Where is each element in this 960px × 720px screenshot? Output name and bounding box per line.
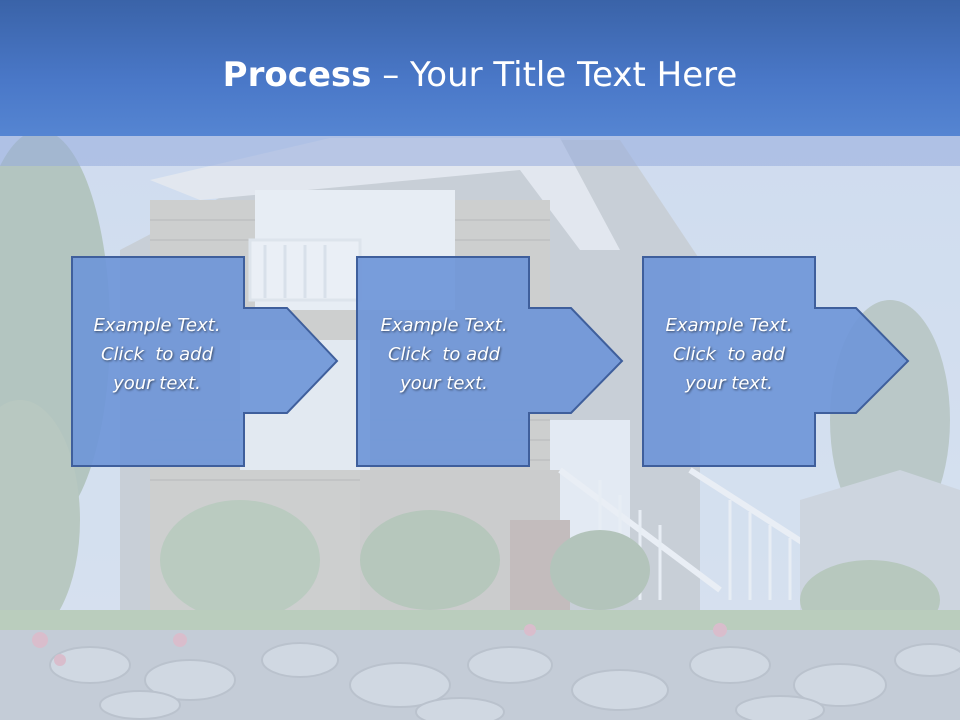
step-3-line-1: Example Text. — [665, 315, 793, 336]
step-2-line-3: your text. — [400, 373, 488, 394]
process-step-2-shape[interactable] — [356, 256, 624, 467]
step-1-line-3: your text. — [113, 373, 201, 394]
title-bold: Process — [222, 55, 372, 95]
process-step-1-text[interactable]: Example Text. Click to add your text. — [72, 311, 242, 398]
process-step-2-text[interactable]: Example Text. Click to add your text. — [359, 311, 529, 398]
slide-title[interactable]: Process – Your Title Text Here — [0, 52, 960, 98]
process-step-1-shape[interactable] — [71, 256, 339, 467]
title-underband — [0, 136, 960, 166]
step-3-line-3: your text. — [685, 373, 773, 394]
step-2-line-2: Click to add — [387, 344, 500, 365]
title-rest: Your Title Text Here — [410, 55, 738, 95]
step-3-line-2: Click to add — [672, 344, 785, 365]
title-bar — [0, 0, 960, 136]
title-dash: – — [371, 55, 411, 95]
process-step-3-shape[interactable] — [642, 256, 910, 467]
step-1-line-2: Click to add — [100, 344, 213, 365]
step-2-line-1: Example Text. — [380, 315, 508, 336]
process-step-3-text[interactable]: Example Text. Click to add your text. — [644, 311, 814, 398]
step-1-line-1: Example Text. — [93, 315, 221, 336]
